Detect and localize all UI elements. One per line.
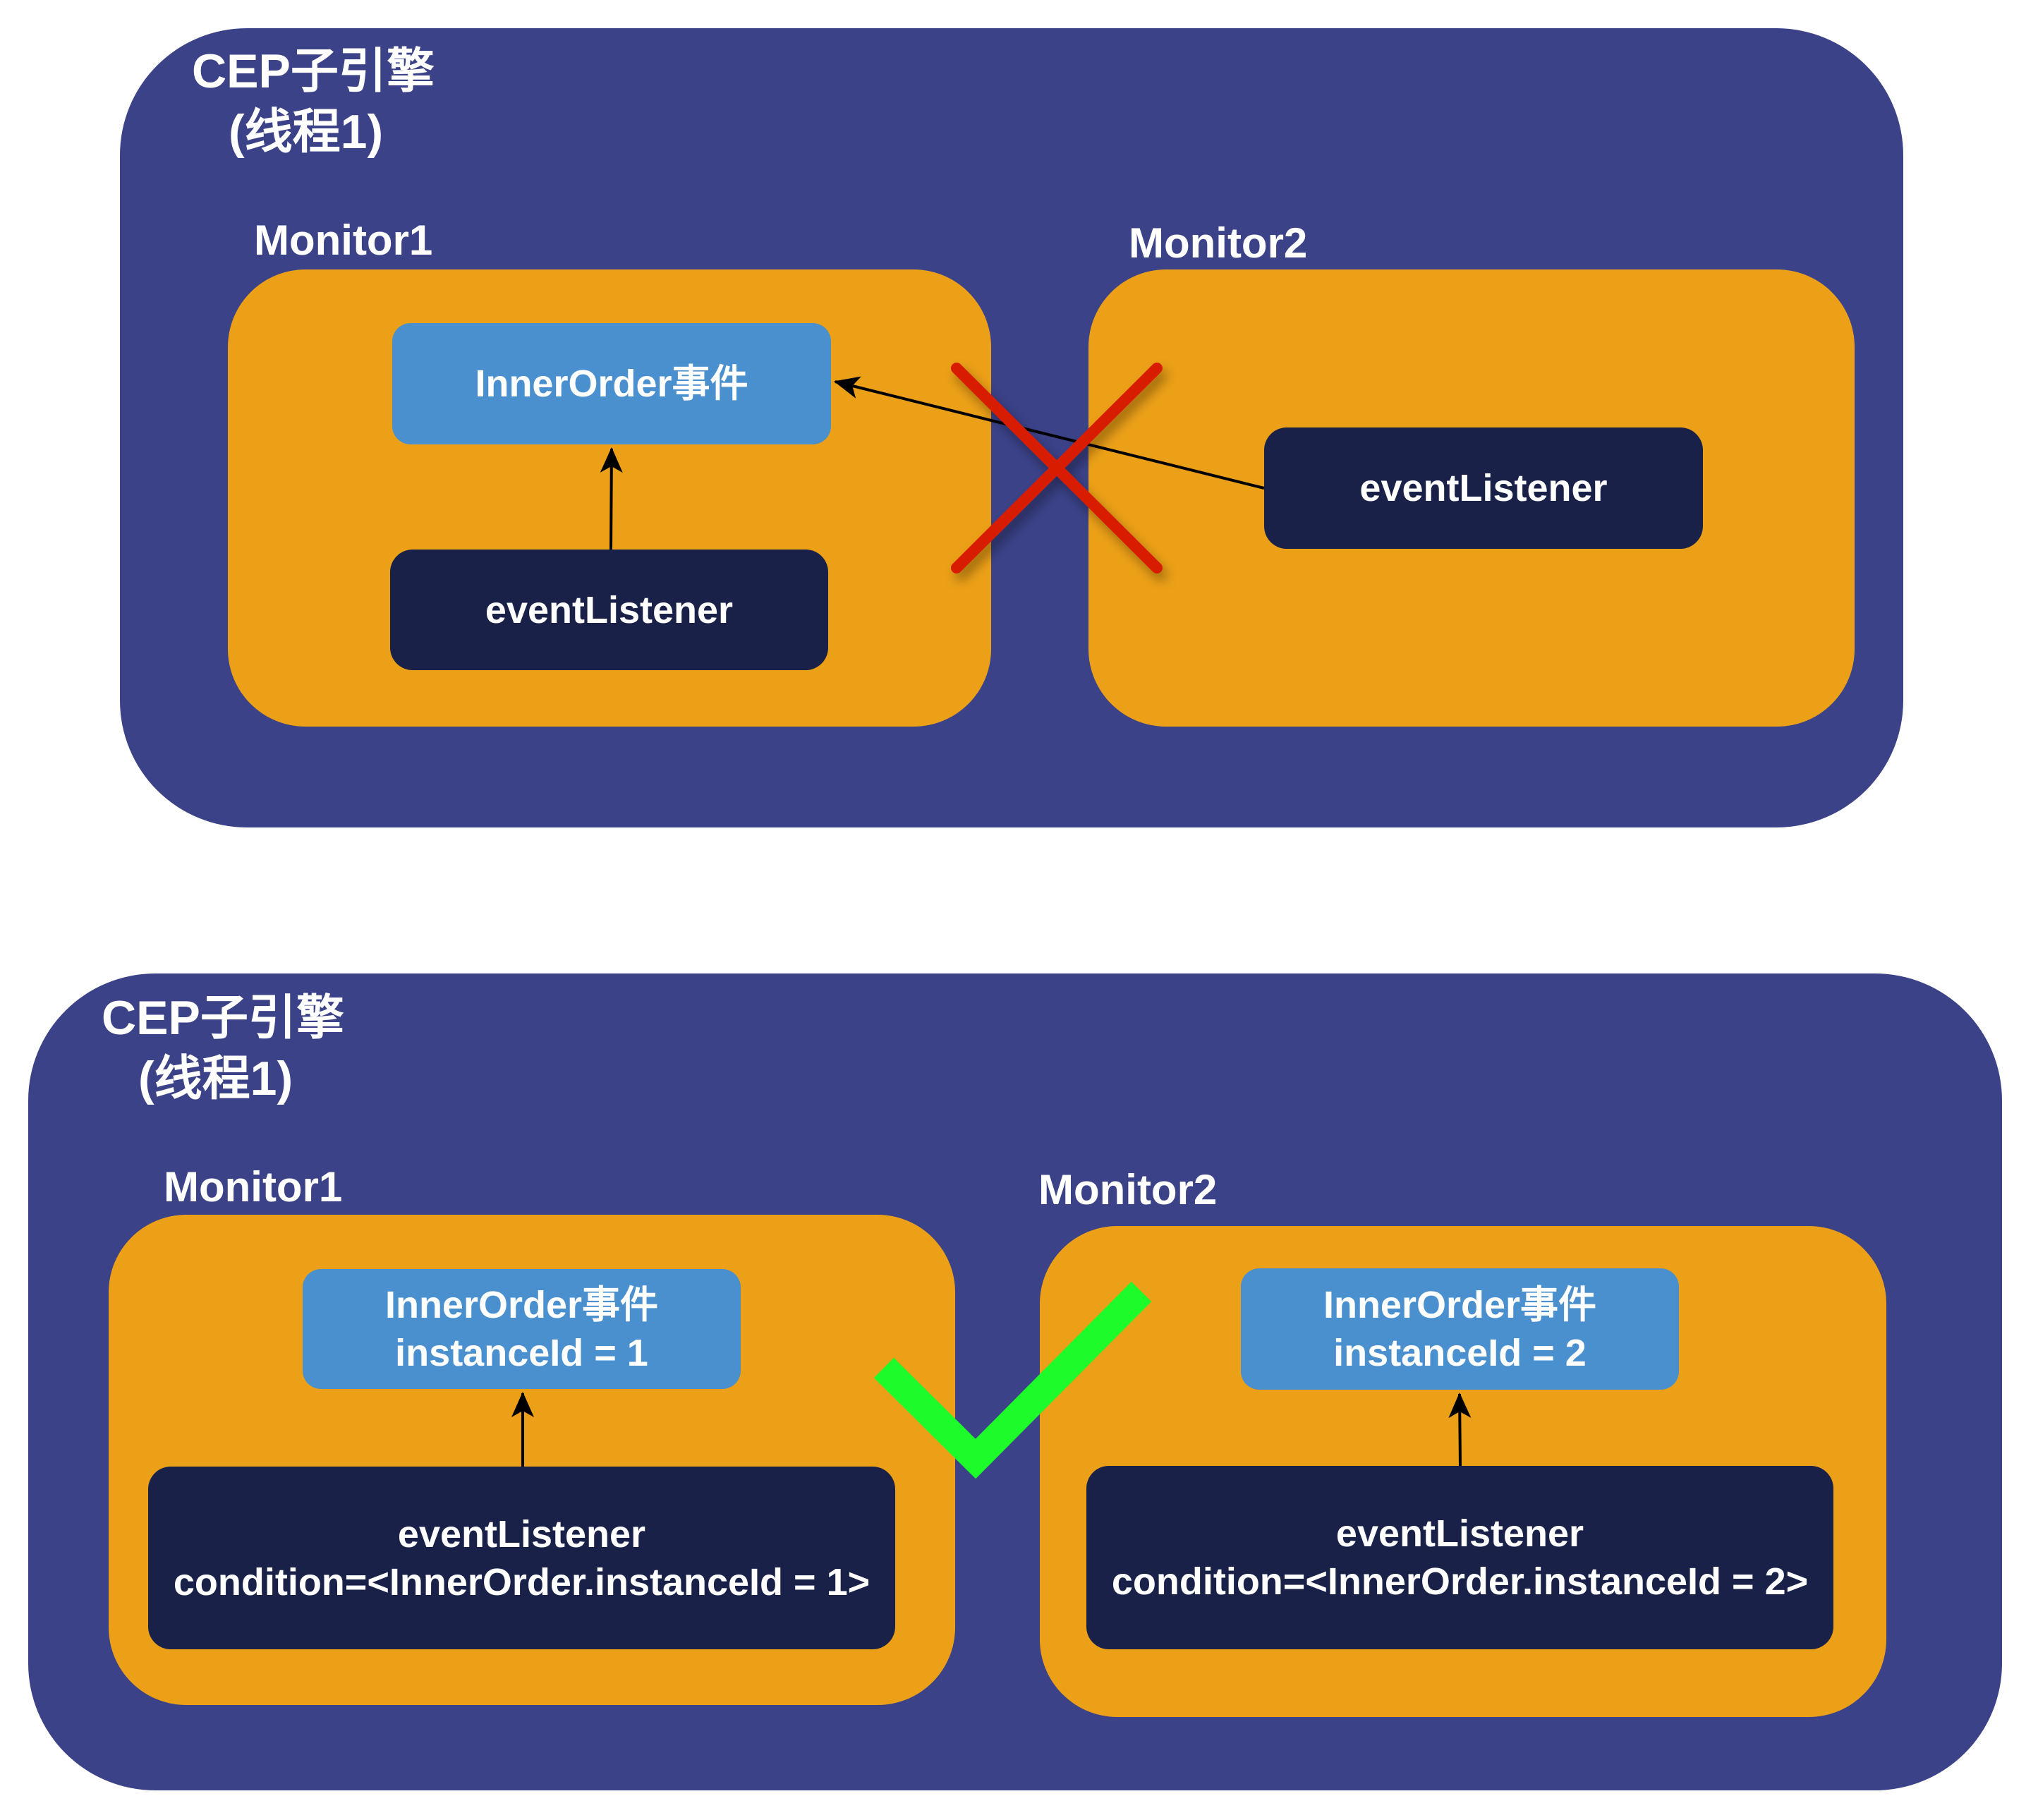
inner-order-event-box: InnerOrder事件 instanceId = 1: [303, 1269, 741, 1389]
event-listener-box: eventListener condition=<InnerOrder.inst…: [1086, 1466, 1833, 1649]
event-line: InnerOrder事件: [475, 363, 748, 405]
event-listener-box: eventListener: [390, 550, 828, 670]
engine-title-line2: (线程1): [229, 105, 384, 159]
engine-title-top: CEP子引擎 (线程1): [192, 41, 435, 162]
listener-line: condition=<InnerOrder.instanceId = 1>: [173, 1560, 871, 1603]
listener-line: eventListener: [1359, 467, 1608, 509]
event-listener-box: eventListener condition=<InnerOrder.inst…: [148, 1467, 895, 1649]
engine-title-line1: CEP子引擎: [102, 991, 344, 1045]
monitor2-label-bottom: Monitor2: [1038, 1166, 1218, 1213]
inner-order-event-box: InnerOrder事件 instanceId = 2: [1241, 1268, 1679, 1390]
listener-line: eventListener: [485, 588, 734, 631]
monitor1-label-top: Monitor1: [254, 217, 433, 264]
engine-title-bottom: CEP子引擎 (线程1): [102, 988, 344, 1109]
monitor1-label-bottom: Monitor1: [164, 1163, 343, 1211]
monitor2-label-top: Monitor2: [1129, 219, 1308, 267]
event-listener-box: eventListener: [1264, 427, 1703, 549]
listener-line: condition=<InnerOrder.instanceId = 2>: [1111, 1560, 1809, 1603]
inner-order-event-box: InnerOrder事件: [392, 323, 831, 444]
engine-title-line2: (线程1): [138, 1052, 293, 1105]
listener-line: eventListener: [397, 1512, 646, 1555]
event-line: InnerOrder事件: [384, 1284, 659, 1326]
event-line: instanceId = 2: [1333, 1332, 1587, 1374]
event-line: InnerOrder事件: [1323, 1284, 1597, 1326]
listener-line: eventListener: [1335, 1512, 1584, 1555]
engine-title-line1: CEP子引擎: [192, 44, 435, 98]
event-line: instanceId = 1: [395, 1332, 648, 1374]
